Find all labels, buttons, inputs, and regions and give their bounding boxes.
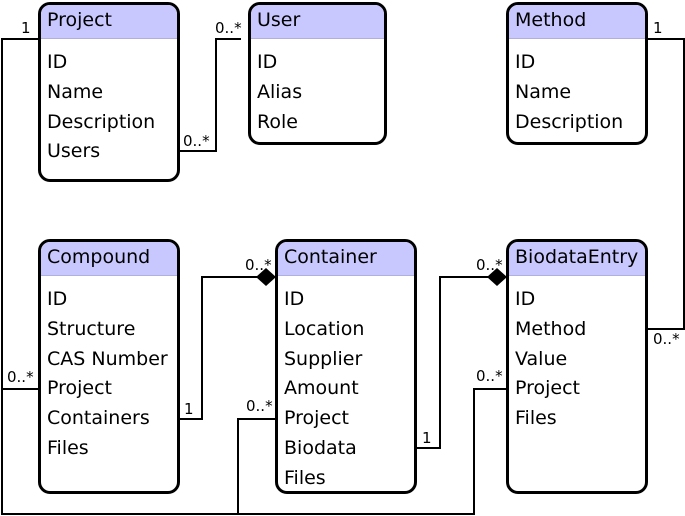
attribute: Location (284, 317, 365, 340)
attribute: Amount (284, 377, 359, 400)
class-biodataentry[interactable]: BiodataEntry ID Method Value Project Fil… (506, 239, 648, 494)
connector-container-biodata (417, 276, 497, 449)
connector-method-biodata (645, 38, 685, 330)
attribute: Supplier (284, 347, 363, 370)
attribute: Name (515, 80, 572, 103)
mult-project-users: 0..* (183, 132, 210, 150)
composition-diamond-container (256, 268, 276, 286)
class-compound-name: Compound (41, 242, 177, 276)
attribute: Structure (47, 317, 136, 340)
mult-user: 0..* (215, 19, 242, 37)
mult-method: 1 (653, 19, 663, 37)
attribute: Role (257, 110, 298, 133)
attribute: Files (284, 466, 326, 489)
attribute: ID (47, 288, 68, 310)
mult-biodata-method: 0..* (653, 330, 680, 348)
attribute: ID (515, 51, 536, 73)
attribute: Description (515, 110, 624, 133)
class-user-name: User (251, 5, 384, 39)
mult-compound-project: 0..* (7, 368, 34, 386)
composition-diamond-biodata (487, 268, 507, 286)
attribute: Alias (257, 80, 303, 103)
mult-container: 0..* (245, 256, 272, 274)
class-user[interactable]: User ID Alias Role (248, 2, 387, 145)
attribute: Project (284, 407, 350, 430)
attribute: Files (515, 407, 557, 430)
attribute: Files (47, 436, 89, 459)
class-project[interactable]: Project ID Name Description Users (38, 2, 180, 182)
attribute: Project (47, 377, 113, 400)
class-user-attributes: ID Alias Role (251, 39, 384, 137)
class-container[interactable]: Container ID Location Supplier Amount Pr… (275, 239, 417, 494)
attribute: ID (47, 51, 68, 73)
connector-project-compound (1, 38, 40, 390)
mult-biodata-project: 0..* (476, 367, 503, 385)
class-compound[interactable]: Compound ID Structure CAS Number Project… (38, 239, 180, 494)
mult-container-biodata: 1 (422, 429, 432, 447)
attribute: Users (47, 140, 101, 163)
class-compound-attributes: ID Structure CAS Number Project Containe… (41, 276, 177, 464)
attribute: Containers (47, 407, 150, 430)
connector-project-user (180, 38, 241, 152)
mult-biodata: 0..* (476, 256, 503, 274)
class-method-name: Method (509, 5, 645, 39)
mult-container-project: 0..* (246, 397, 273, 415)
class-container-name: Container (278, 242, 414, 276)
class-biodataentry-name: BiodataEntry (509, 242, 645, 276)
attribute: Name (47, 80, 104, 103)
class-project-name: Project (41, 5, 177, 39)
class-method-attributes: ID Name Description (509, 39, 645, 137)
class-container-attributes: ID Location Supplier Amount Project Biod… (278, 276, 414, 491)
attribute: Description (47, 110, 156, 133)
attribute: ID (284, 288, 305, 310)
attribute: ID (257, 51, 278, 73)
attribute: ID (515, 288, 536, 310)
mult-compound-containers: 1 (184, 400, 194, 418)
class-method[interactable]: Method ID Name Description (506, 2, 648, 145)
attribute: CAS Number (47, 347, 168, 370)
connector-project-biodata (238, 388, 506, 515)
class-biodataentry-attributes: ID Method Value Project Files (509, 276, 645, 434)
class-project-attributes: ID Name Description Users (41, 39, 177, 167)
attribute: Biodata (284, 436, 357, 459)
attribute: Value (515, 347, 568, 370)
mult-project-compound: 1 (21, 19, 31, 37)
attribute: Project (515, 377, 581, 400)
attribute: Method (515, 317, 587, 340)
connector-compound-container (180, 276, 266, 420)
